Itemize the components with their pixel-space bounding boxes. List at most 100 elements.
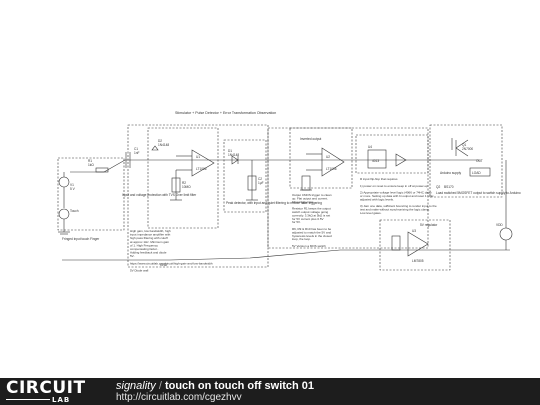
diode-d1 <box>231 155 239 165</box>
byline-separator: / <box>158 380 162 392</box>
note-line: Adding feedback and diode <box>130 251 167 255</box>
circuitlab-logo[interactable]: CIRCUIT <box>6 378 86 398</box>
flipflop-u4 <box>367 149 387 169</box>
note-line: switch output voltage going <box>292 210 329 214</box>
label-ff: U4 <box>368 145 372 149</box>
note-line: Output CMOS trigger to clean <box>292 193 332 197</box>
note-line: loop, the loop. <box>292 237 311 241</box>
stage1-caption: Input and voltage protection with TVS Ov… <box>122 193 197 197</box>
footer-bar: CIRCUIT LAB signality / touch on touch o… <box>0 378 540 405</box>
touch-source <box>58 208 70 220</box>
signal-bus <box>70 159 480 173</box>
note-line: https://www.circuitlab.com/circuit/high-… <box>130 261 213 265</box>
label-r1: R1 <box>88 159 92 163</box>
relay-caption: Load switched 5MOSFET output to switch s… <box>436 191 521 195</box>
note-line: 3) Jam one data, sufficient bouncing to … <box>360 204 437 208</box>
circuit-url[interactable]: http://circuitlab.com/cgezhvv <box>116 392 242 403</box>
label-r2-value: 10MΩ <box>182 185 191 189</box>
note-line: at approx 1Hz. Minimum gain <box>130 240 169 244</box>
input-box <box>57 157 125 231</box>
circuit-byline: signality / touch on touch off switch 01 <box>116 380 314 392</box>
note-line: R6, R9 & R10 has been to be <box>292 227 332 231</box>
rectifier-caption: Peak detector, with input and quiet filt… <box>226 201 322 205</box>
stage1-box <box>147 127 219 229</box>
label-out: OUT <box>476 159 483 163</box>
note-line: hysteresis levels in the closed <box>292 234 332 238</box>
label-op3: U3 <box>412 229 416 233</box>
label-load: LOAD <box>472 171 481 175</box>
schematic-drawing: Stimulator + Pulse Detector + Error Tran… <box>57 111 521 273</box>
label-gnd: GND <box>160 263 168 267</box>
note-line: High gain, low bandwidth, high <box>130 229 171 233</box>
note-line: of 1. High Frequency <box>130 243 158 247</box>
label-q2: Q2 <box>436 185 440 189</box>
label-vs: V1 <box>70 183 74 187</box>
diode-d2 <box>151 145 159 151</box>
note-line: adjusted with logic levels. <box>360 197 394 201</box>
label-d1: D1 <box>228 149 232 153</box>
note-line: 5V Diode wall <box>130 269 149 273</box>
comparator-caption: Inverted output <box>300 137 321 141</box>
supply-box <box>379 219 451 271</box>
load-block <box>469 167 491 177</box>
note-line: adjusted to match the 5V and <box>292 230 331 234</box>
label-op2: U2 <box>326 155 330 159</box>
label-q1-value: 2N7000 <box>462 147 473 151</box>
regulator-u3 <box>407 231 429 257</box>
note-line: Low level gates. <box>360 211 382 215</box>
note-line: or more. Setting up data with bi output … <box>360 194 434 198</box>
logic-box <box>355 134 429 174</box>
note-line: correctly. 3.3kΩ at 5kΩ is set <box>292 213 330 217</box>
comparator-box <box>289 127 353 189</box>
note-line: test and make without synchronizing the … <box>360 208 430 212</box>
r2-resistor <box>171 177 181 193</box>
label-c2-value: 1μF <box>258 181 264 185</box>
note-line: input impedance amplifier with <box>130 233 171 237</box>
circuitlab-logo-lab: LAB <box>52 396 71 404</box>
label-d2-value: 1N4148 <box>158 143 169 147</box>
note-line: Slow trigger low. <box>292 200 314 204</box>
label-c1-value: 1nF <box>134 151 140 155</box>
note-line: high pass filtering with cutoff <box>130 236 168 240</box>
label-op2-value: LT1006 <box>326 167 337 171</box>
note-line: up. Flat output and current. <box>292 196 328 200</box>
label-r2: R2 <box>182 181 186 185</box>
label-d2: D2 <box>158 139 162 143</box>
label-ff-value: 4013 <box>372 159 379 163</box>
logic-notes: R input flip-flop that requires 1) power … <box>360 177 437 215</box>
note-line: R input flip-flop that requires <box>360 177 398 181</box>
label-op1-value: LT1006 <box>196 167 207 171</box>
opamp-u2 <box>321 147 345 177</box>
header-note: Stimulator + Pulse Detector + Error Tran… <box>175 111 276 115</box>
note-line: 5V.. <box>130 254 135 258</box>
author-link[interactable]: signality <box>116 380 156 392</box>
label-touch: Touch <box>70 209 79 213</box>
r1-resistor <box>95 167 109 173</box>
label-vs-value: 5 V <box>70 187 76 191</box>
label-vdd: VDD <box>496 223 503 227</box>
logo-trace <box>6 399 50 400</box>
label-q1: Q1 <box>462 143 466 147</box>
note-line: compensating factor.. <box>130 247 159 251</box>
supply-source <box>499 227 513 241</box>
opamp-u1 <box>191 149 215 177</box>
note-line: 1) power on reset to ensure keep in off … <box>360 184 428 188</box>
note-line: 5V Version a MOS switch <box>292 244 326 248</box>
rectifier-box <box>223 139 267 213</box>
supply-caption: 5V regulator <box>420 223 438 227</box>
schematic-canvas[interactable]: Stimulator + Pulse Detector + Error Tran… <box>0 0 540 378</box>
input-caption: Fringed input touch Finger <box>62 237 100 241</box>
note-line: 2) Appropriate voltage level logic (4066… <box>360 191 432 195</box>
label-q2-value: BS170 <box>444 185 454 189</box>
label-op1: U1 <box>196 155 200 159</box>
label-c1: C1 <box>134 147 138 151</box>
inverter <box>395 153 407 167</box>
label-arduino: Arduino supply <box>440 171 461 175</box>
note-line: Resistor R1 keeps the output <box>292 207 331 211</box>
label-r1-value: 1kΩ <box>88 163 94 167</box>
note-line: for 5V. <box>292 220 301 224</box>
note-line: for 5V current plus 0.5V <box>292 217 324 221</box>
circuit-title[interactable]: touch on touch off switch 01 <box>164 380 315 392</box>
